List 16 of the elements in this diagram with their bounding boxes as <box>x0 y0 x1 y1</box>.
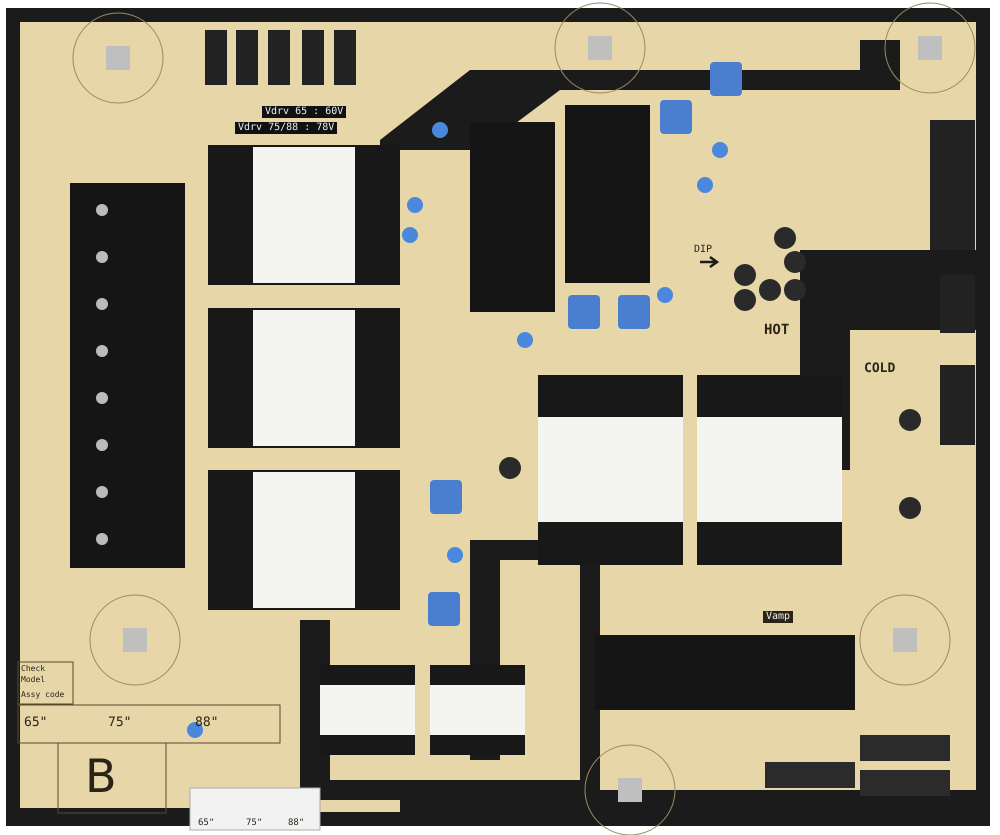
board-marking: 88" <box>288 818 304 828</box>
board-marking: Vamp <box>763 611 794 622</box>
board-marking: Check <box>21 664 46 674</box>
board-marking: Vdrv 75/88 : 78V <box>235 122 338 134</box>
board-marking: Vdrv 65 : 60V <box>262 106 346 118</box>
board-marking: HOT <box>764 322 790 338</box>
board-letter: B <box>85 750 117 803</box>
board-marking: 65" <box>24 716 48 731</box>
board-marking: Assy code <box>21 690 64 700</box>
board-marking: 65" <box>198 818 214 828</box>
board-marking: 75" <box>108 716 132 731</box>
board-marking: Model <box>21 675 46 684</box>
board-marking: 75" <box>246 818 262 828</box>
board-marking: COLD <box>864 362 896 377</box>
board-marking: DIP <box>694 244 712 256</box>
board-marking: 88" <box>195 716 218 731</box>
